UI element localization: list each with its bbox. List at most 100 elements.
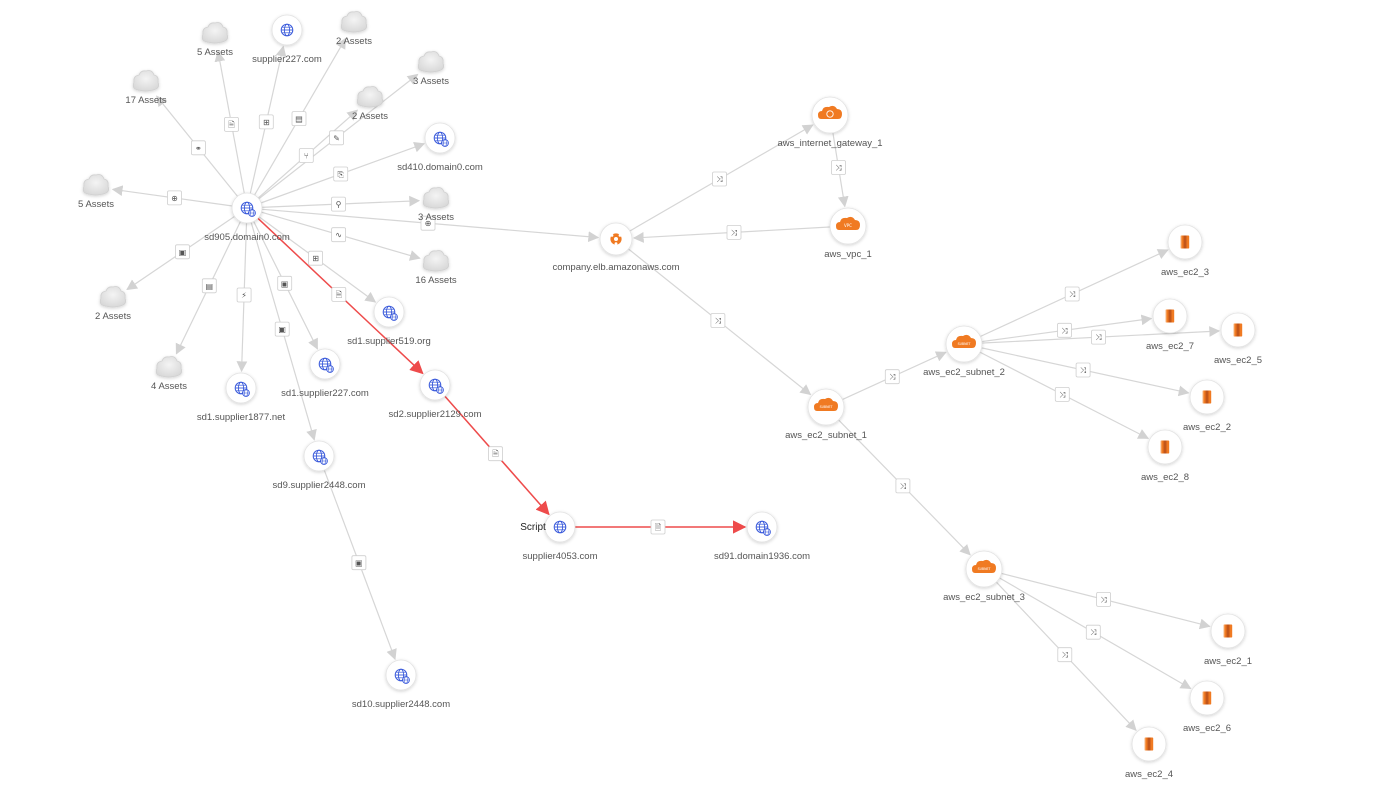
node-label: sd9.supplier2448.com [273, 480, 366, 491]
shuffle-icon[interactable]: ⤨ [1054, 386, 1070, 402]
node-as2a[interactable]: 2 Assets [336, 11, 372, 48]
edge-relation-glyph: ⤨ [1061, 326, 1068, 335]
node-sd410[interactable]: sd410.domain0.com [397, 122, 483, 173]
image-icon[interactable]: ▣ [277, 275, 293, 291]
shuffle-icon[interactable]: ⤨ [1091, 329, 1106, 345]
shuffle-icon[interactable]: ⤨ [1075, 362, 1091, 378]
node-ec23[interactable]: aws_ec2_3 [1161, 224, 1209, 278]
node-label: 16 Assets [415, 275, 456, 286]
node-ec21[interactable]: aws_ec2_1 [1204, 613, 1252, 667]
node-label: aws_ec2_4 [1125, 769, 1173, 780]
database-icon[interactable]: ▤ [291, 111, 307, 126]
edge-relation-glyph: ⤨ [731, 228, 738, 237]
globe-icon [280, 23, 294, 37]
edge-relation-glyph: ⊞ [312, 254, 319, 263]
bolt-icon[interactable]: ⚡ [236, 287, 252, 303]
document-icon[interactable]: 🗎 [488, 446, 503, 462]
pen-icon[interactable]: ✎ [329, 130, 345, 146]
aws-ec2-icon [1223, 624, 1233, 638]
edges-layer [111, 37, 1221, 731]
node-label: company.elb.amazonaws.com [552, 262, 679, 273]
image-icon[interactable]: ▣ [274, 321, 290, 337]
node-label: 2 Assets [352, 111, 388, 122]
node-label: sd1.supplier1877.net [197, 412, 286, 423]
database-icon[interactable]: ▤ [201, 278, 217, 294]
globe-subdomain-icon [755, 520, 771, 536]
aws-ec2-icon [1202, 691, 1212, 705]
link-icon[interactable]: ⚭ [190, 140, 206, 156]
node-ec25[interactable]: aws_ec2_5 [1214, 312, 1262, 366]
code-file-icon[interactable]: ⎘ [333, 166, 349, 182]
document-icon[interactable]: 🗎 [331, 286, 347, 302]
edge-relation-glyph: ⊕ [425, 219, 432, 228]
shuffle-icon[interactable]: ⤨ [831, 160, 846, 175]
node-label: sd905.domain0.com [204, 232, 290, 243]
node-ec22[interactable]: aws_ec2_2 [1183, 379, 1231, 433]
edge-relation-glyph: ⤨ [835, 164, 842, 173]
fork-icon[interactable]: ⑂ [298, 148, 314, 163]
shuffle-icon[interactable]: ⤨ [1096, 592, 1111, 607]
globe-stand-icon[interactable]: ⊕ [167, 190, 182, 206]
shuffle-icon[interactable]: ⤨ [895, 478, 911, 494]
node-sup4053[interactable]: supplier4053.com [523, 511, 598, 562]
node-label: aws_vpc_1 [824, 249, 872, 260]
edge-relation-glyph: ⤨ [1062, 651, 1069, 660]
edge-relation-glyph: ⤨ [1059, 390, 1066, 399]
location-pin-icon[interactable]: ⚲ [331, 196, 346, 212]
node-ec24[interactable]: aws_ec2_4 [1125, 726, 1173, 780]
node-as4[interactable]: 4 Assets [151, 356, 187, 393]
node-as3b[interactable]: 3 Assets [418, 187, 454, 224]
shuffle-icon[interactable]: ⤨ [884, 369, 900, 385]
edge-icons-layer: 🗎 ⊞ ▤ ✎ ⚭ ⑂ ⎘ ⊕ ⚲ ⊕ ∿ ▣ ▤ ⚡ ⊞ ▣ ▣ 🗎 🗎 🗎 ▣ ⤨ ⤨ ⤨ ⤨ ⤨ ⤨ ⤨ ⤨ ⤨ ⤨ ⤨ ⤨ ⤨ ⤨ [167, 111, 1111, 663]
node-sd9[interactable]: sd9.supplier2448.com [273, 440, 366, 491]
image-icon[interactable]: ▣ [351, 555, 367, 571]
edge-relation-glyph: ⤨ [1069, 290, 1076, 299]
shuffle-icon[interactable]: ⤨ [726, 224, 742, 240]
globe-stand-icon[interactable]: ⊕ [420, 215, 436, 231]
activity-icon[interactable]: ∿ [331, 227, 347, 243]
node-as2c[interactable]: 2 Assets [95, 286, 131, 323]
node-as2b[interactable]: 2 Assets [352, 86, 388, 123]
node-sd227[interactable]: sd1.supplier227.com [281, 348, 369, 399]
node-as5b[interactable]: 5 Assets [78, 174, 114, 211]
shuffle-icon[interactable]: ⤨ [1057, 647, 1073, 663]
edge-relation-glyph: ⚭ [195, 144, 202, 153]
shuffle-icon[interactable]: ⤨ [712, 171, 727, 187]
node-sd10[interactable]: sd10.supplier2448.com [352, 659, 450, 710]
node-sup227[interactable]: supplier227.com [252, 14, 322, 65]
shuffle-icon[interactable]: ⤨ [1057, 322, 1072, 338]
node-ec26[interactable]: aws_ec2_6 [1183, 680, 1231, 734]
network-icon[interactable]: ⊞ [258, 114, 274, 130]
node-sd91[interactable]: sd91.domain1936.com [714, 511, 810, 562]
node-as16[interactable]: 16 Assets [415, 250, 457, 287]
document-icon[interactable]: 🗎 [650, 519, 666, 535]
node-as5a[interactable]: 5 Assets [197, 22, 233, 59]
node-igw[interactable]: aws_internet_gateway_1 [777, 96, 883, 149]
node-sd519[interactable]: sd1.supplier519.org [347, 296, 431, 347]
node-sd905[interactable]: sd905.domain0.com [204, 192, 290, 243]
document-icon[interactable]: 🗎 [224, 117, 239, 132]
shuffle-icon[interactable]: ⤨ [710, 313, 726, 328]
node-elb[interactable]: company.elb.amazonaws.com [552, 222, 680, 273]
node-label: aws_ec2_subnet_1 [785, 430, 867, 441]
network-icon[interactable]: ⊞ [308, 250, 324, 266]
node-ec27[interactable]: aws_ec2_7 [1146, 298, 1194, 352]
shuffle-icon[interactable]: ⤨ [1064, 286, 1080, 302]
image-icon[interactable]: ▣ [175, 244, 190, 260]
node-sd1877[interactable]: sd1.supplier1877.net [197, 372, 286, 423]
node-label: 4 Assets [151, 381, 187, 392]
shuffle-icon[interactable]: ⤨ [1085, 624, 1101, 640]
node-sd2129[interactable]: sd2.supplier2129.com [389, 369, 482, 420]
node-label: aws_ec2_2 [1183, 422, 1231, 433]
node-label: aws_ec2_3 [1161, 267, 1209, 278]
node-as3a[interactable]: 3 Assets [413, 51, 449, 88]
node-as17[interactable]: 17 Assets [125, 70, 167, 107]
edge-relation-glyph: ⤨ [900, 482, 907, 491]
node-ec28[interactable]: aws_ec2_8 [1141, 429, 1189, 483]
edge-relation-glyph: ⊞ [263, 118, 270, 127]
